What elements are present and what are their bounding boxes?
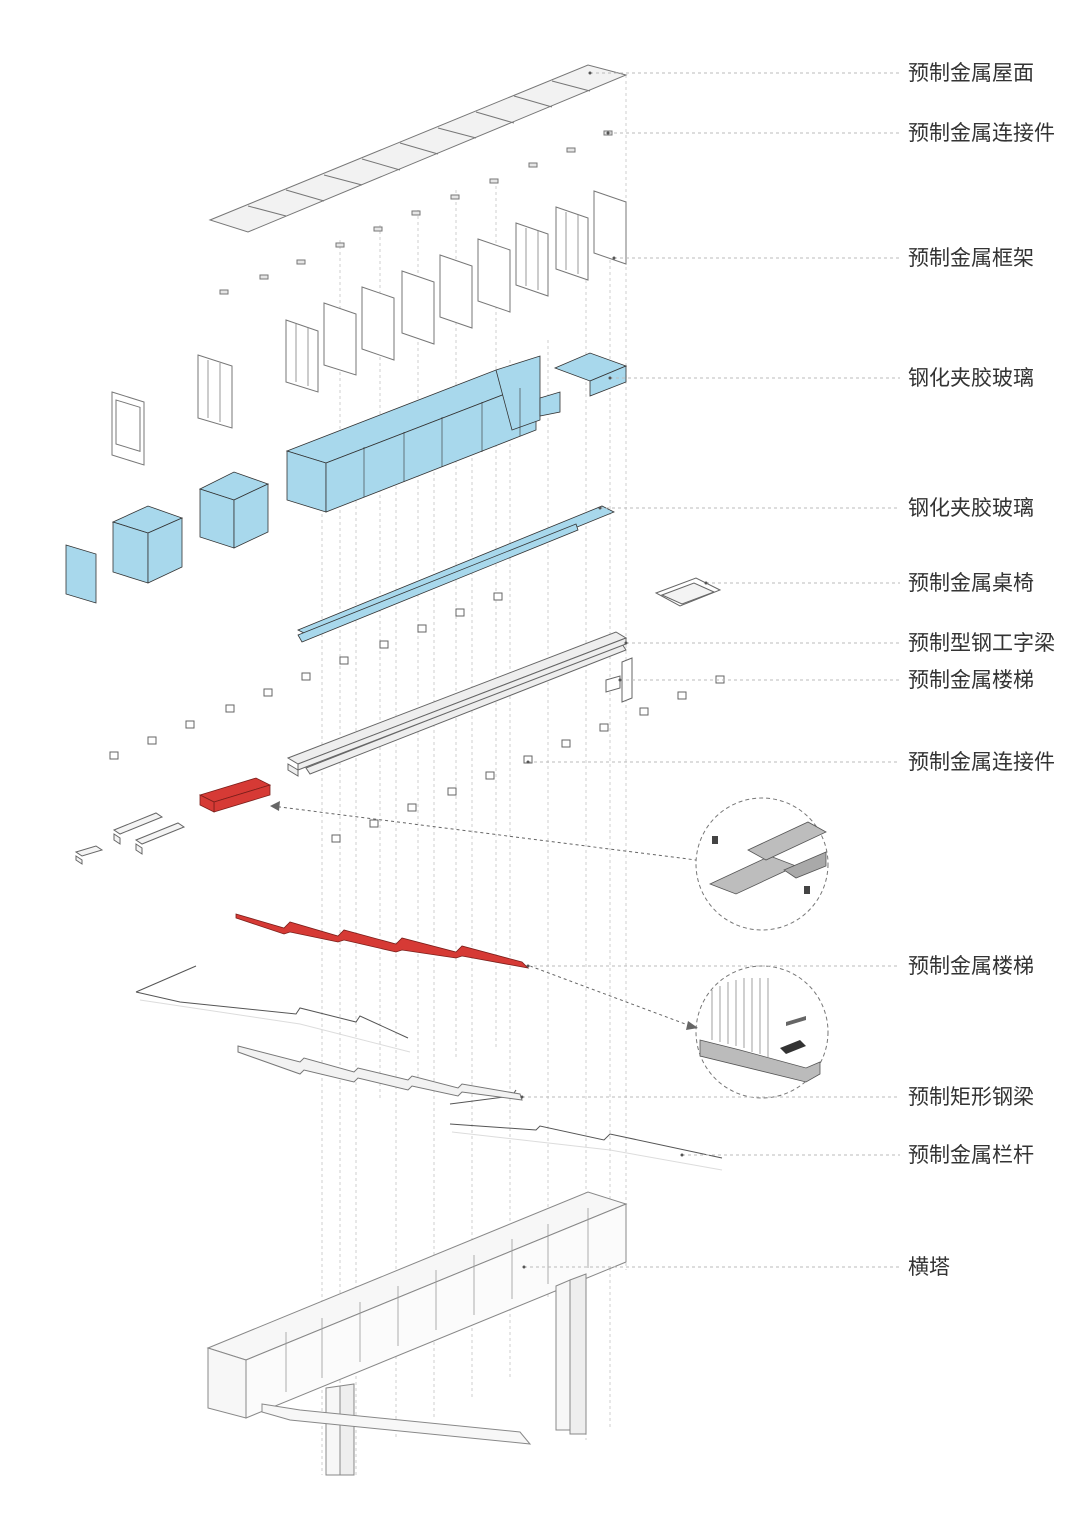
tower-structure (206, 1191, 628, 1476)
label-i-beam: 预制型钢工字梁 (908, 631, 1055, 655)
roof-panels (208, 64, 628, 233)
small-beam-pieces (74, 812, 186, 865)
label-roof: 预制金属屋面 (908, 61, 1034, 85)
label-stair-bottom: 预制金属楼梯 (908, 954, 1034, 978)
railing-ghost (139, 999, 723, 1171)
label-railing: 预制金属栏杆 (908, 1143, 1034, 1167)
label-connector-top: 预制金属连接件 (908, 121, 1055, 145)
rectangular-steel-beam (237, 1045, 523, 1101)
tempered-glass-strip (297, 505, 615, 643)
leader-dots (520, 71, 708, 1269)
tower-bays (285, 1208, 589, 1392)
railing (135, 965, 723, 1159)
red-connector-piece (198, 777, 272, 813)
metal-furniture (654, 577, 722, 607)
label-frame: 预制金属框架 (908, 246, 1034, 270)
arrow-head-connector (270, 801, 280, 811)
glass-divisions (363, 388, 521, 497)
detail-callout-connector (695, 797, 829, 931)
label-glass-1: 钢化夹胶玻璃 (908, 366, 1034, 390)
red-stair-stringer (235, 913, 530, 969)
frame-mullions (207, 212, 579, 422)
callout-arrows (271, 805, 697, 1029)
i-beams (286, 631, 628, 777)
connector-brackets (109, 592, 725, 843)
leader-lines (522, 72, 900, 1268)
arrow-head-stair (686, 1021, 698, 1030)
label-rect-beam: 预制矩形钢梁 (908, 1085, 1034, 1109)
label-furniture: 预制金属桌椅 (908, 571, 1034, 595)
tempered-glass-upper (65, 352, 628, 604)
detail-callout-stair (695, 965, 829, 1099)
label-tower: 横塔 (908, 1255, 950, 1279)
label-stair-top: 预制金属楼梯 (908, 668, 1034, 692)
label-connector-mid: 预制金属连接件 (908, 750, 1055, 774)
metal-frames (111, 190, 627, 466)
label-glass-2: 钢化夹胶玻璃 (908, 496, 1034, 520)
